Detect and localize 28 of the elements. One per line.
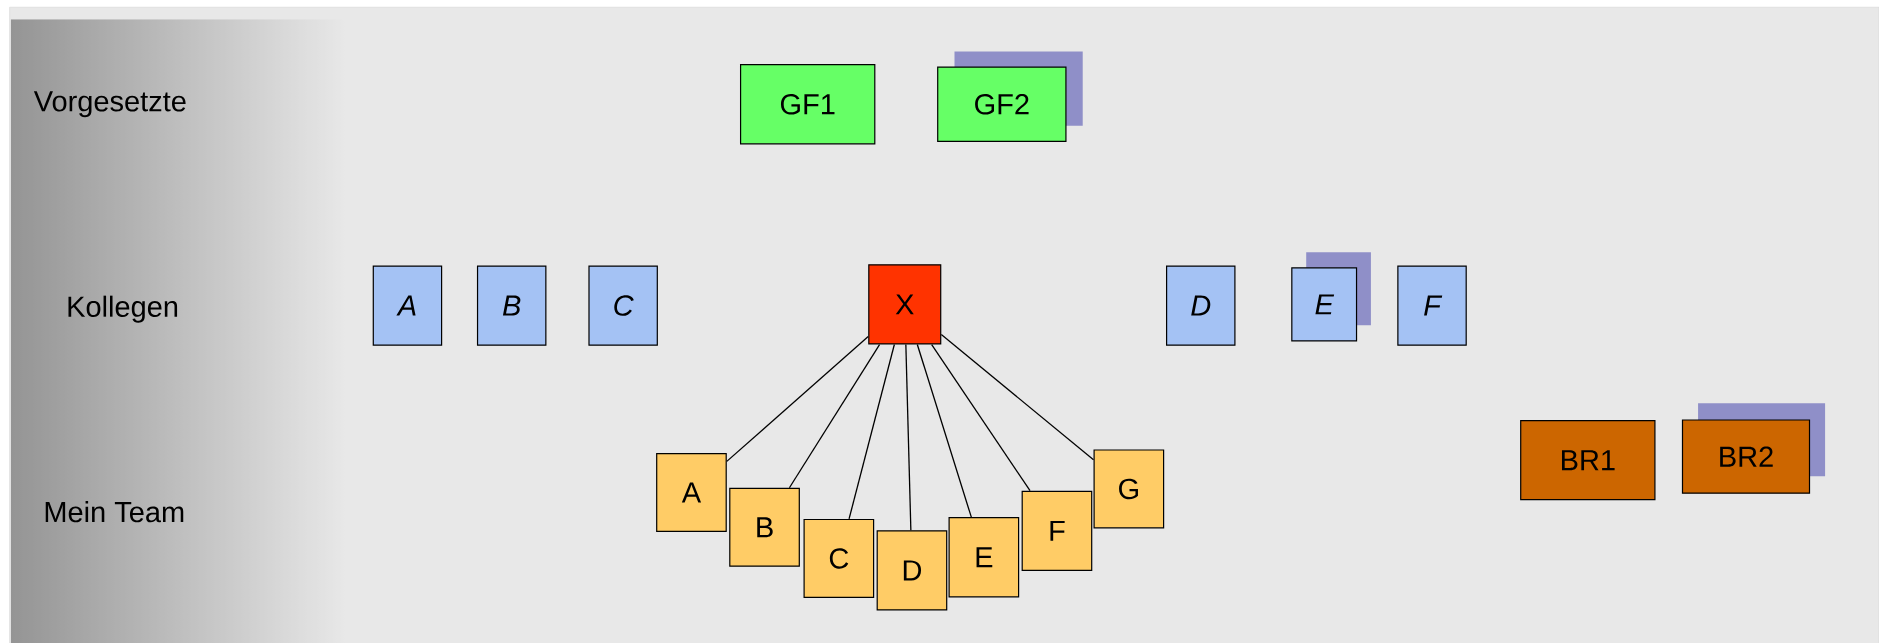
person-box: X (868, 264, 942, 345)
row-label: Vorgesetzte (33, 91, 186, 118)
person-box: E (948, 517, 1020, 598)
connector-line (940, 333, 1095, 461)
connector-line (916, 343, 972, 518)
person-box: F (1021, 490, 1093, 571)
person-box: E (1291, 267, 1358, 342)
person-box: C (588, 265, 658, 346)
connector-line (726, 335, 869, 462)
person-box: A (656, 452, 727, 533)
person-box: BR1 (1520, 420, 1656, 501)
row-label: Kollegen (68, 295, 178, 323)
person-box: B (476, 265, 547, 346)
person-box: G (1093, 449, 1165, 529)
row-label: Mein Team (45, 501, 184, 523)
person-box: BR2 (1681, 419, 1811, 494)
person-box: B (729, 487, 800, 567)
person-box: A (372, 265, 443, 346)
person-box: D (1166, 265, 1236, 346)
person-box: D (876, 530, 948, 611)
person-box: F (1397, 265, 1467, 346)
person-box: GF1 (740, 64, 876, 145)
person-box: C (803, 518, 875, 598)
connector-line (905, 343, 912, 531)
connector-line (848, 343, 895, 520)
connector-line (788, 343, 881, 489)
person-box: GF2 (937, 66, 1067, 142)
connector-line (931, 343, 1031, 492)
